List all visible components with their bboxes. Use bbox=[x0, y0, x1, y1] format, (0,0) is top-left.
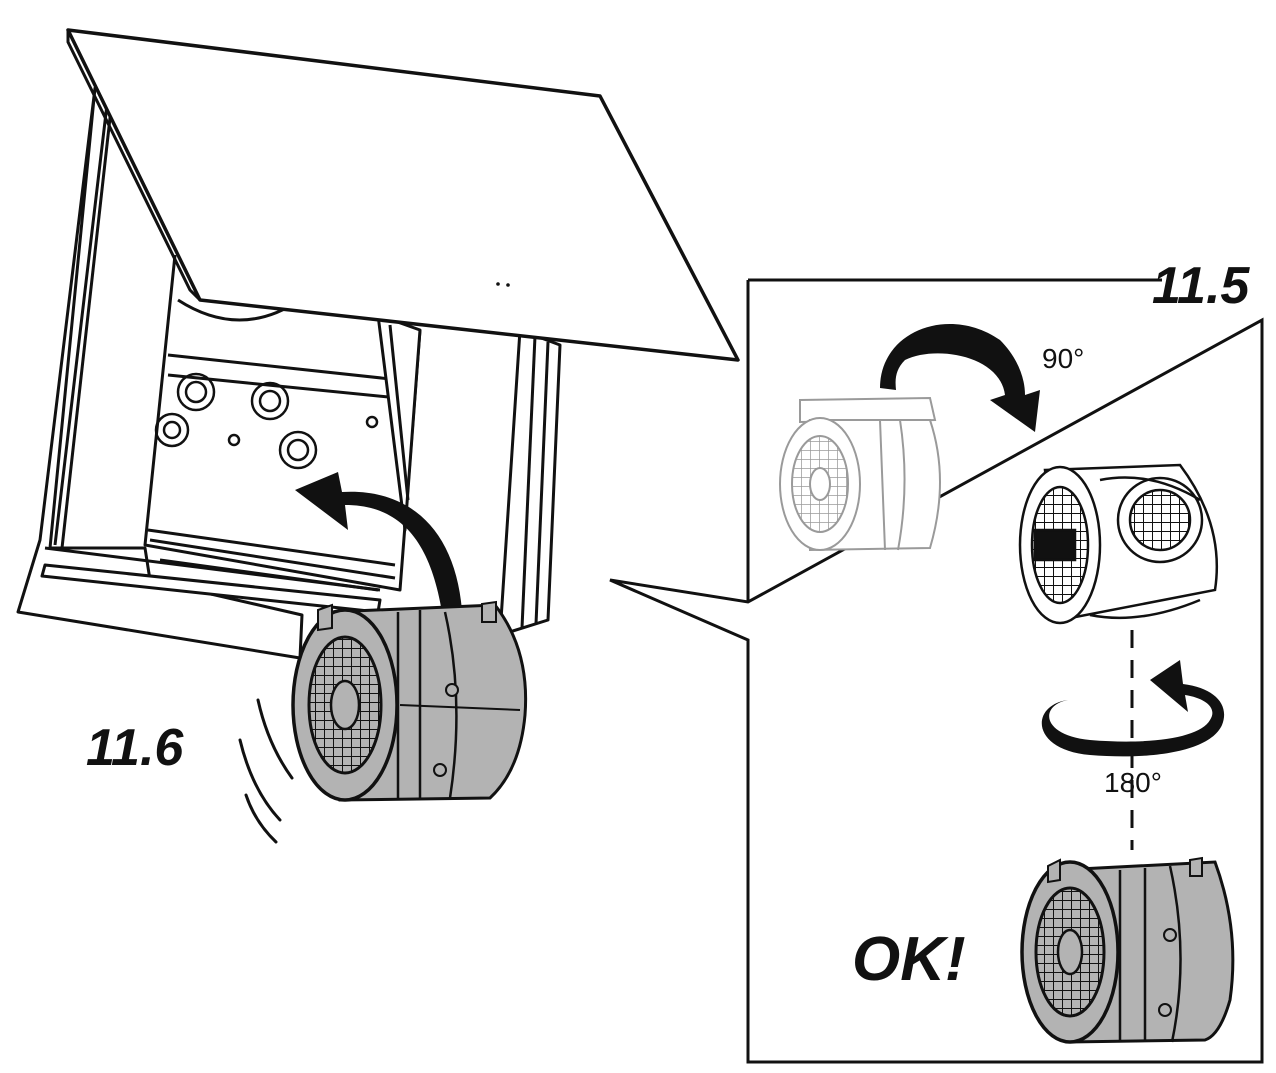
rotate-180-arrow-icon bbox=[1041, 660, 1225, 757]
hood-body bbox=[16, 86, 562, 660]
motion-lines-icon bbox=[238, 698, 294, 844]
rotate-90-arrow-icon bbox=[880, 323, 1040, 432]
blower-motor-inserted bbox=[291, 600, 528, 802]
step-label-11-6: 11.6 bbox=[86, 719, 184, 777]
rotation-90-label: 90° bbox=[1042, 343, 1084, 374]
rotation-180-label: 180° bbox=[1104, 767, 1162, 798]
blower-motor-rotated bbox=[1018, 463, 1219, 625]
ok-label: OK! bbox=[852, 925, 966, 994]
blower-motor-faded bbox=[779, 396, 941, 552]
blower-motor-correct bbox=[1020, 856, 1235, 1044]
step-label-11-5: 11.5 bbox=[1152, 257, 1250, 315]
insert-arrow-icon bbox=[295, 472, 462, 612]
hood-lid bbox=[66, 28, 740, 362]
